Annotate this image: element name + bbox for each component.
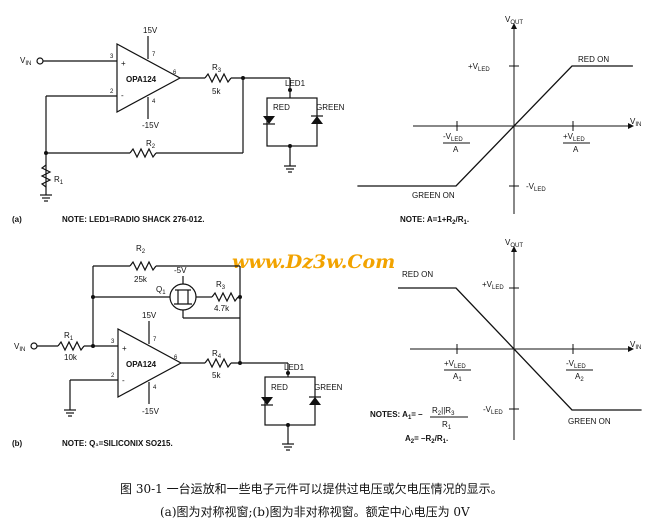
chart-b-ylabel: VOUT — [505, 238, 523, 249]
pin3-a: 3 — [110, 54, 114, 60]
circuit-a: VIN 3 + - OPA124 15V 7 -15V 4 2 R1 6 R3 … — [12, 26, 345, 224]
r2-resistor-b — [129, 260, 157, 272]
r4-resistor-b — [204, 357, 232, 369]
q1-transistor-b — [169, 283, 197, 311]
chart-b-red-on: RED ON — [402, 270, 433, 279]
red-led-a — [263, 116, 275, 124]
r2-resistor-a — [129, 147, 157, 159]
chart-a: VOUT VIN +VLED -VLED -VLED A +VLED A RED… — [357, 15, 641, 226]
led-label-a: LED1 — [285, 79, 306, 88]
chart-a-red-on: RED ON — [578, 55, 609, 64]
vin-label-a: VIN — [20, 56, 31, 67]
pin7-b: 7 — [153, 337, 157, 343]
pin6-b: 6 — [174, 355, 178, 361]
r1-resistor-b — [57, 340, 85, 352]
chart-b-transfer-curve — [398, 287, 642, 411]
chart-a-ytick-neg: -VLED — [526, 182, 546, 193]
vin-terminal-a — [36, 57, 44, 65]
r2-label-b: R2 — [136, 244, 146, 255]
pin6-a: 6 — [173, 70, 177, 76]
chart-b-note1-num: R2||R3 — [432, 406, 455, 417]
pin4-b: 4 — [153, 385, 157, 391]
r1-resistor-a — [40, 164, 52, 188]
chart-a-transfer-curve — [357, 65, 633, 187]
opamp-a — [116, 42, 182, 114]
pin7-a: 7 — [152, 52, 156, 58]
r1-label-b: R1 — [64, 331, 74, 342]
opamp-label-a: OPA124 — [126, 75, 157, 84]
r3-resistor-a — [204, 72, 232, 84]
q1-supply-b: -5V — [174, 266, 187, 275]
caption-line-1: 图 30-1 一台运放和一些电子元件可以提供过电压或欠电压情况的显示。 — [120, 481, 503, 496]
r3-resistor-b — [211, 291, 239, 303]
r3-value-b: 4.7k — [214, 304, 230, 313]
vin-terminal-b — [30, 342, 38, 350]
r3-value-a: 5k — [212, 87, 221, 96]
panel-label-b: (b) — [12, 439, 23, 448]
chart-a-xtick-pos-num: +VLED — [563, 132, 585, 143]
watermark: www.Dz3w.Com — [232, 251, 395, 273]
green-label-b: GREEN — [314, 383, 343, 392]
opamp-minus-a: - — [121, 91, 124, 100]
circuit-b: VIN R1 10k 3 R2 25k -5V Q1 R3 4.7k — [12, 244, 343, 451]
chart-b-xtick-left-den: A1 — [453, 372, 462, 383]
q1-label-b: Q1 — [156, 285, 166, 296]
r3-label-b: R3 — [216, 280, 226, 291]
vneg-b: -15V — [142, 407, 160, 416]
r2-value-b: 25k — [134, 275, 148, 284]
green-led-b — [309, 397, 321, 405]
opamp-b — [117, 327, 183, 399]
led-label-b: LED1 — [284, 363, 305, 372]
green-label-a: GREEN — [316, 103, 345, 112]
chart-a-note: NOTE: A=1+R2/R1. — [400, 215, 469, 226]
r2-label-a: R2 — [146, 139, 156, 150]
vneg-a: -15V — [142, 121, 160, 130]
red-led-b — [261, 397, 273, 405]
chart-a-green-on: GREEN ON — [412, 191, 455, 200]
panel-label-a: (a) — [12, 215, 22, 224]
pin2-b: 2 — [111, 373, 115, 379]
chart-b-ytick-neg: -VLED — [483, 405, 503, 416]
chart-b-xtick-right-den: A2 — [575, 372, 584, 383]
r4-value-b: 5k — [212, 371, 221, 380]
svg-text:-: - — [122, 376, 125, 385]
opamp-label-b: OPA124 — [126, 360, 157, 369]
chart-b: VOUT VIN +VLED -VLED +VLED A1 -VLED A2 R… — [370, 238, 642, 445]
red-label-b: RED — [271, 383, 288, 392]
pin4-a: 4 — [152, 99, 156, 105]
chart-a-xtick-neg-num: -VLED — [443, 132, 463, 143]
r4-label-b: R4 — [212, 349, 222, 360]
vpos-a: 15V — [143, 26, 158, 35]
caption-line-2: (a)图为对称视窗;(b)图为非对称视窗。额定中心电压为 0V — [160, 504, 470, 519]
chart-b-xlabel: VIN — [630, 340, 641, 351]
r1-label-a: R1 — [54, 175, 64, 186]
chart-b-ytick-pos: +VLED — [482, 280, 504, 291]
chart-a-xtick-neg-den: A — [453, 145, 459, 154]
vin-label-b: VIN — [14, 342, 25, 353]
pin2-a: 2 — [110, 89, 114, 95]
r1-value-b: 10k — [64, 353, 78, 362]
red-label-a: RED — [273, 103, 290, 112]
chart-a-xtick-pos-den: A — [573, 145, 579, 154]
chart-a-ylabel: VOUT — [505, 15, 523, 26]
vpos-b: 15V — [142, 311, 157, 320]
chart-a-ytick-pos: +VLED — [468, 62, 490, 73]
chart-b-xtick-left-num: +VLED — [444, 359, 466, 370]
opamp-plus-a: + — [121, 59, 126, 68]
green-led-a — [311, 116, 323, 124]
note-a: NOTE: LED1=RADIO SHACK 276-012. — [62, 215, 204, 224]
note-b: NOTE: Q₁=SILICONIX SO215. — [62, 439, 173, 448]
chart-b-xtick-right-num: -VLED — [566, 359, 586, 370]
chart-b-green-on: GREEN ON — [568, 417, 611, 426]
chart-a-xlabel: VIN — [630, 117, 641, 128]
chart-b-note1: NOTES: A1= – — [370, 410, 423, 421]
pin3-b: 3 — [111, 339, 115, 345]
chart-b-note1-den: R1 — [442, 420, 452, 431]
svg-text:+: + — [122, 344, 127, 353]
r3-label-a: R3 — [212, 63, 222, 74]
chart-b-note2: A2= –R2/R1. — [405, 434, 448, 445]
